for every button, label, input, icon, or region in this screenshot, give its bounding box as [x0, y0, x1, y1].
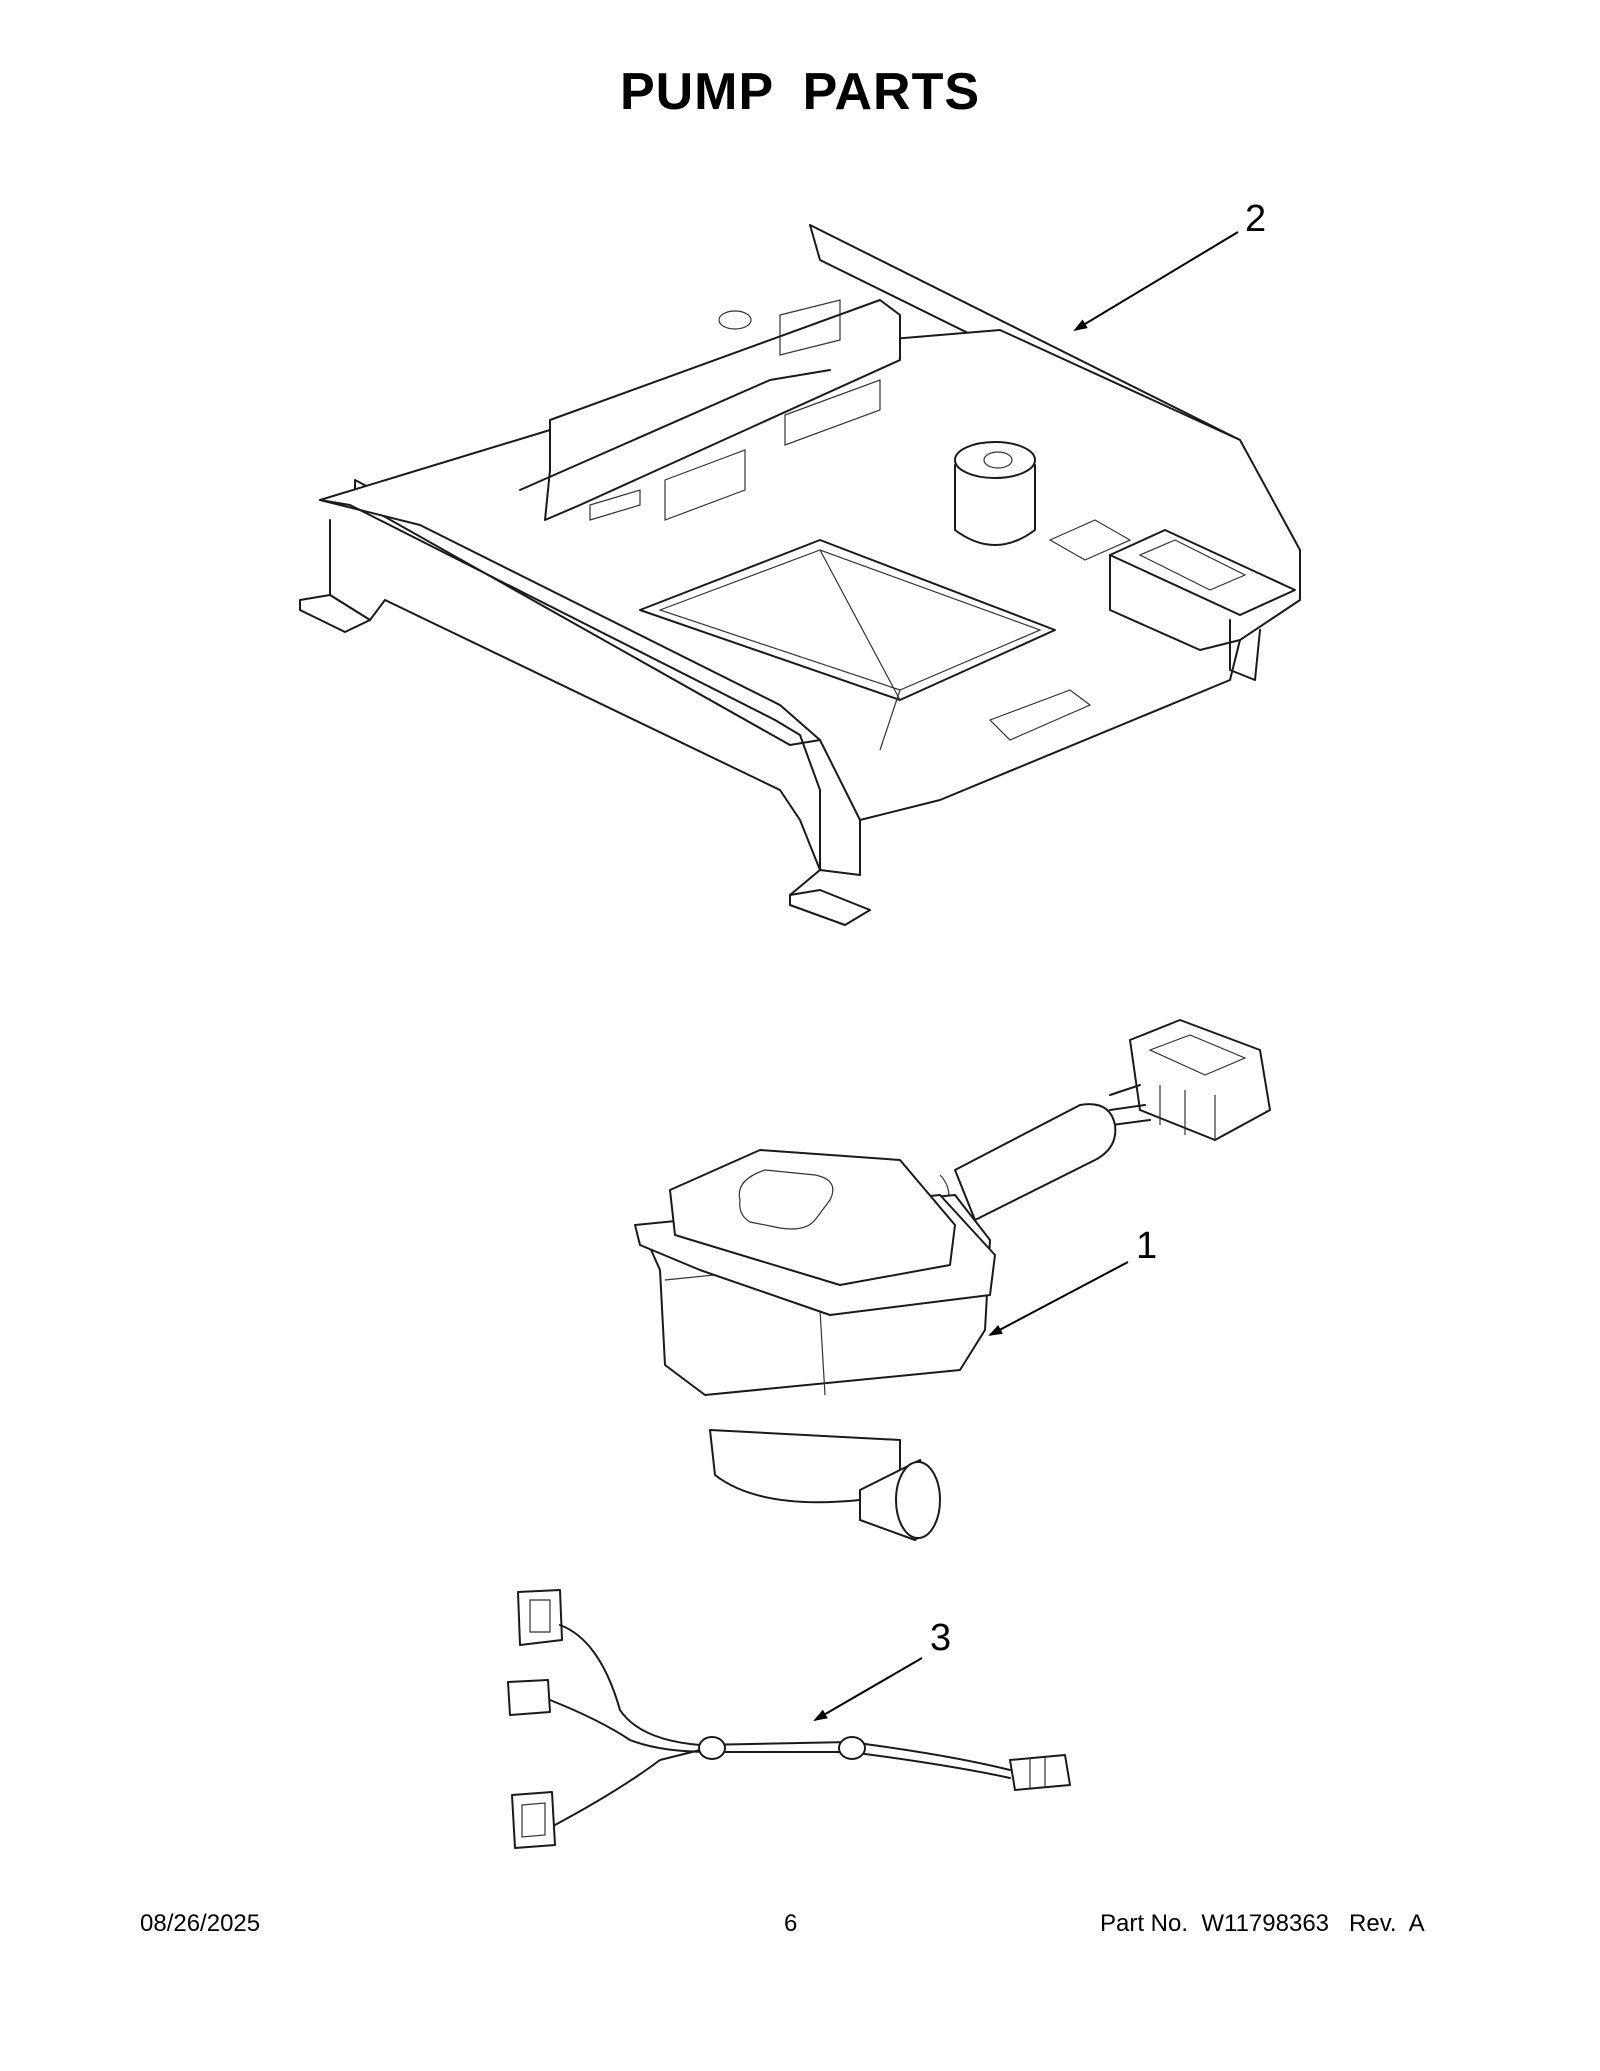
wire-harness: [507, 1589, 1071, 1849]
footer-part-number: Part No. W11798363 Rev. A: [1100, 1910, 1425, 1937]
footer-date: 08/26/2025: [140, 1910, 261, 1937]
leader-line-1: [988, 1261, 1129, 1336]
pump-assembly: [634, 1019, 1271, 1541]
footer-page-number: 6: [784, 1910, 798, 1937]
leader-line-3: [813, 1657, 923, 1722]
callout-2: 2: [1245, 198, 1267, 240]
callout-1: 1: [1136, 1225, 1158, 1267]
page-title: PUMP PARTS: [619, 63, 981, 121]
callout-3: 3: [930, 1617, 952, 1659]
pump-tray-housing: [299, 224, 1301, 926]
leader-line-2: [1073, 231, 1239, 332]
